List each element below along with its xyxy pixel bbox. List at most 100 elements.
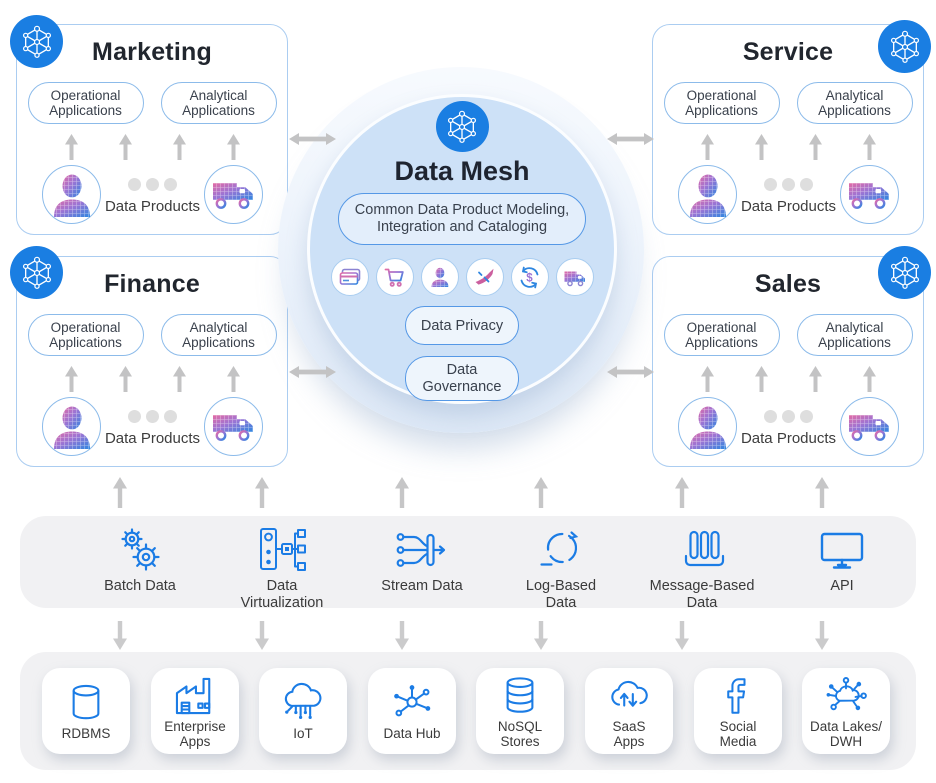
operational-apps-pill: Operational Applications [27,314,144,356]
down-arrow-icon [815,621,829,650]
operational-apps-pill: Operational Applications [27,82,144,124]
domain-data-icons-row: $ [330,258,594,297]
source-card-data-hub: Data Hub [368,668,456,754]
data-products-row: Data Products [42,165,263,224]
data-products-mid: Data Products [105,410,200,447]
mesh-badge-sales [878,246,931,299]
double-arrow-icon [607,366,654,378]
ingest-label: Batch Data [104,578,176,594]
person-icon [689,174,726,217]
source-card-saas-apps: SaaS Apps [585,668,673,754]
data-products-mid: Data Products [741,410,836,447]
up-arrow-icon [675,477,689,508]
truck-icon [555,258,594,297]
monitor-icon [819,525,865,575]
ellipsis-dots [127,410,177,423]
source-label: Social Media [719,718,757,749]
mesh-icon [890,30,919,63]
analytical-apps-pill: Analytical Applications [796,314,913,356]
apps-row: Operational Applications Analytical Appl… [17,314,287,356]
analytical-apps-pill: Analytical Applications [796,82,913,124]
truck-icon [849,182,890,209]
data-mesh-title: Data Mesh [394,156,530,187]
ingest-label: Message-Based Data [649,578,755,611]
truck-data-product [839,397,899,456]
up-arrow-icon [754,366,768,392]
domain-box-finance: Finance Operational Applications Analyti… [16,256,288,467]
up-arrow-icon [700,134,714,160]
sources-band: RDBMS Enterprise Apps [20,652,916,770]
database-icon [68,683,104,723]
up-arrow-icon [118,134,132,160]
person-data-product [678,397,737,456]
airplane-icon [465,258,504,297]
data-products-row: Data Products [678,397,899,456]
up-arrow-icon [118,366,132,392]
person-icon [689,406,726,449]
stacked-database-icon [502,676,538,716]
dollar-sync-icon: $ [510,258,549,297]
shopping-cart-icon [375,258,414,297]
data-products-mid: Data Products [741,178,836,215]
domain-title: Service [742,38,834,66]
domain-box-service: Service Operational Applications Analyti… [652,24,924,235]
person-data-product [678,165,737,224]
svg-text:$: $ [526,272,533,284]
up-arrow-icon [64,134,78,160]
message-queue-icon [678,525,726,575]
domain-title: Sales [754,270,822,298]
ingest-label: Data Virtualization [240,578,324,611]
server-network-icon [258,525,306,575]
double-arrow-icon [289,133,336,145]
facebook-icon [725,676,751,716]
up-arrow-icon [226,366,240,392]
up-arrows-row [17,366,287,392]
source-card-rdbms: RDBMS [42,668,130,754]
down-arrow-icon [395,621,409,650]
truck-data-product [203,165,263,224]
ingest-item-message-based-data: Message-Based Data [632,525,772,612]
truck-data-product [839,165,899,224]
log-cycle-icon [538,525,584,575]
analytical-apps-pill: Analytical Applications [160,314,277,356]
ellipsis-dots [763,178,813,191]
ingest-label: Log-Based Data [525,578,597,611]
down-arrow-icon [255,621,269,650]
factory-icon [173,676,217,716]
mesh-icon [890,256,919,289]
up-arrow-icon [808,366,822,392]
iot-cloud-icon [280,682,326,723]
source-label: NoSQL Stores [497,718,543,749]
up-arrows-row [653,366,923,392]
mesh-icon [447,110,477,143]
ingestion-band: Batch Data Data Virtualization [20,516,916,611]
operational-apps-pill: Operational Applications [663,314,780,356]
up-arrow-icon [172,134,186,160]
person-icon [53,174,90,217]
operational-apps-pill: Operational Applications [663,82,780,124]
person-icon [53,406,90,449]
ingest-item-batch-data: Batch Data [70,525,210,595]
data-mesh-circle: Data Mesh Common Data Product Modeling, … [307,94,617,404]
truck-icon [213,182,254,209]
up-arrow-icon [534,477,548,508]
up-arrow-icon [815,477,829,508]
mesh-badge [435,101,489,153]
truck-icon [213,414,254,441]
source-card-data-lakes-dwh: Data Lakes/ DWH [802,668,890,754]
credit-card-icon [330,258,369,297]
data-products-label: Data Products [104,198,201,215]
mesh-badge-marketing [10,15,63,68]
truck-icon [849,414,890,441]
person-data-product [42,397,101,456]
up-arrow-icon [172,366,186,392]
source-label: SaaS Apps [612,718,646,749]
hub-icon [390,683,434,723]
up-arrow-icon [226,134,240,160]
source-card-nosql-stores: NoSQL Stores [476,668,564,754]
data-privacy-pill: Data Privacy [405,306,519,345]
up-arrow-icon [754,134,768,160]
down-arrow-icon [534,621,548,650]
ingest-item-stream-data: Stream Data [352,525,492,595]
